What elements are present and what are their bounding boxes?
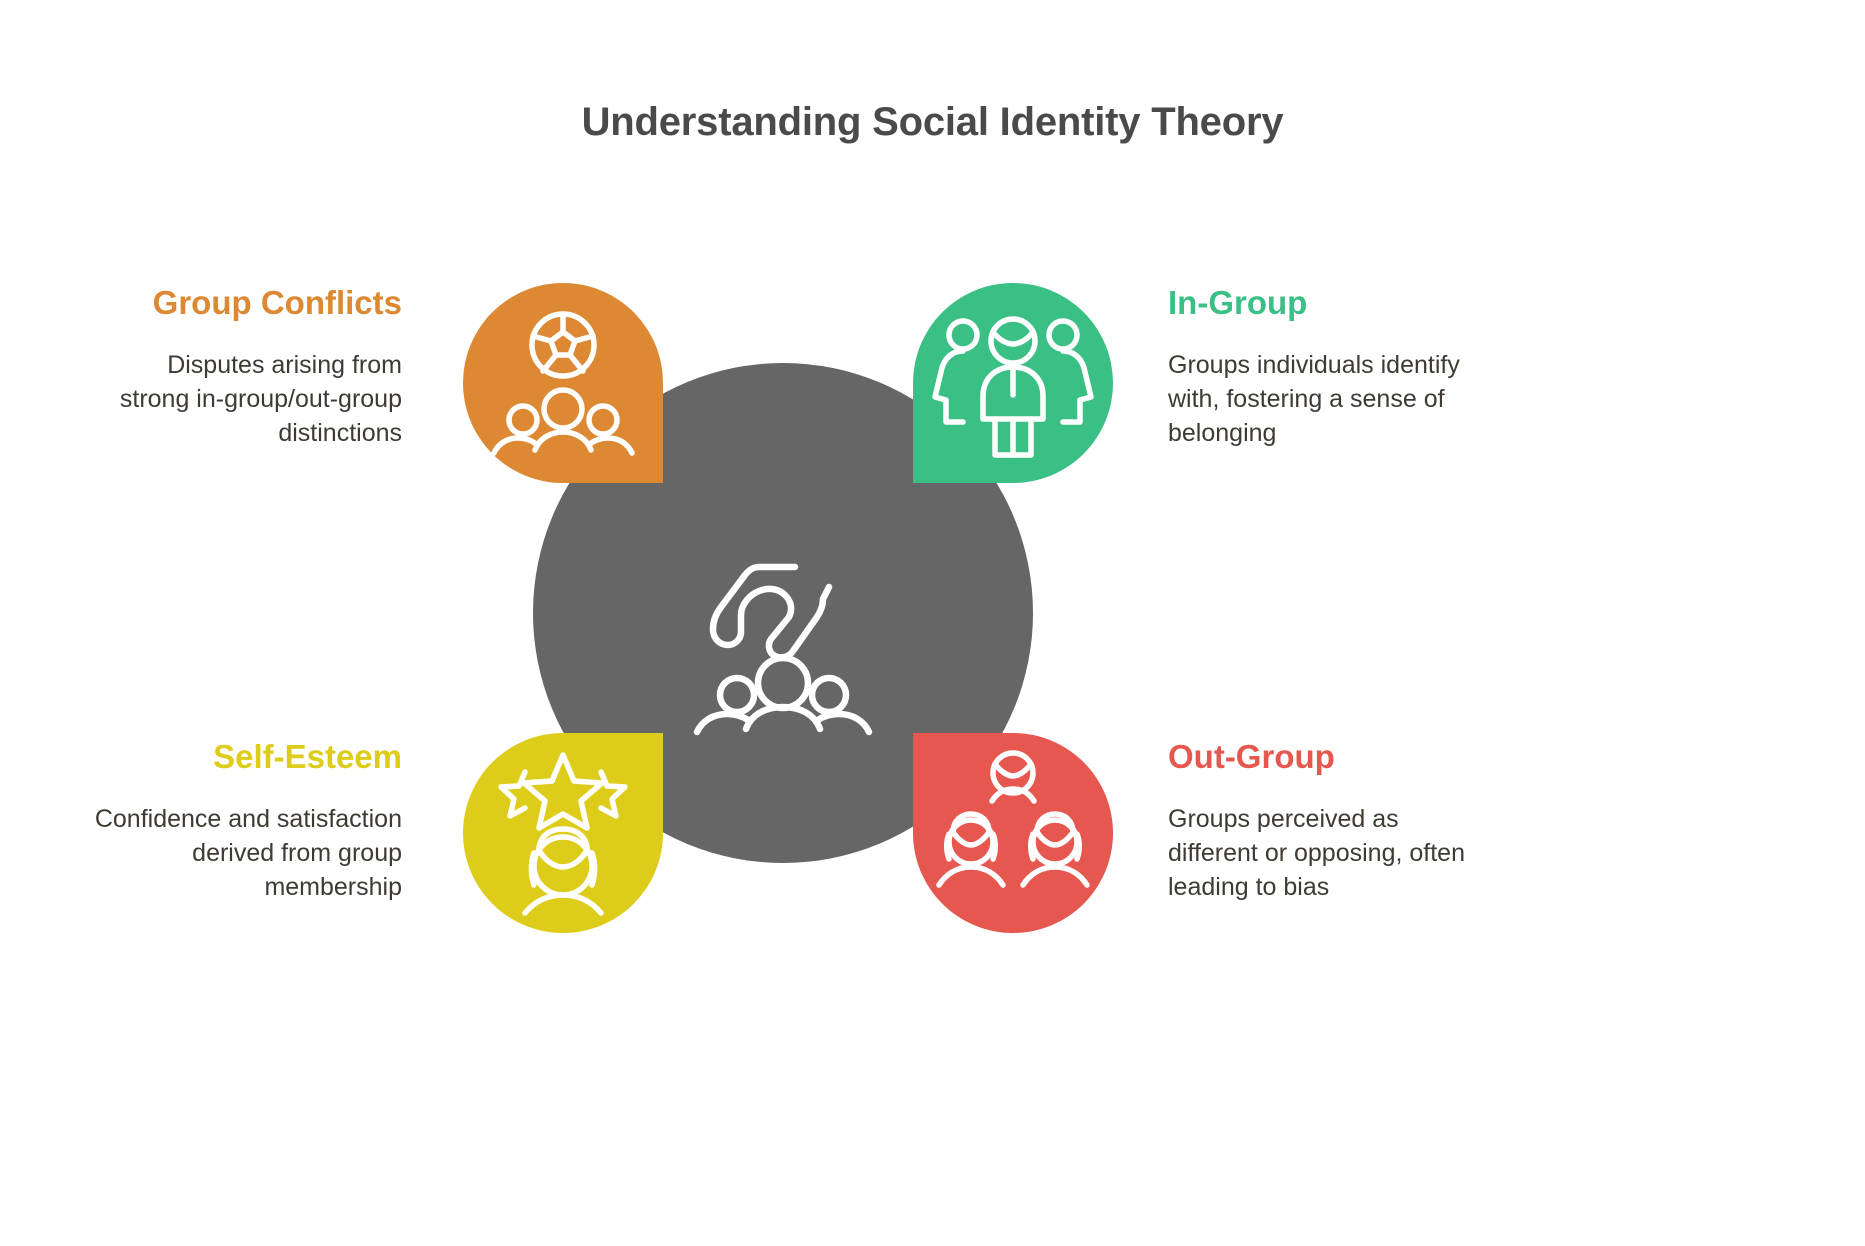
soccer-ball-over-people-icon: [463, 283, 663, 483]
heading-self-esteem: Self-Esteem: [213, 738, 402, 775]
handshake-over-people-icon: [683, 543, 883, 743]
heading-in-group: In-Group: [1168, 284, 1308, 321]
text-block-self-esteem: Self-Esteem Confidence and satisfaction …: [92, 738, 402, 904]
heading-out-group: Out-Group: [1168, 738, 1335, 775]
petal-out-group[interactable]: [913, 733, 1113, 933]
body-group-conflicts: Disputes arising from strong in-group/ou…: [119, 350, 402, 447]
body-self-esteem: Confidence and satisfaction derived from…: [94, 804, 402, 901]
team-jersey-people-icon: [913, 283, 1113, 483]
three-stars-over-person-icon: [463, 733, 663, 933]
text-block-out-group: Out-Group Groups perceived as different …: [1168, 738, 1478, 904]
text-block-in-group: In-Group Groups individuals identify wit…: [1168, 284, 1478, 450]
body-in-group: Groups individuals identify with, foster…: [1168, 350, 1460, 447]
petal-group-conflicts[interactable]: [463, 283, 663, 483]
petal-self-esteem[interactable]: [463, 733, 663, 933]
heading-group-conflicts: Group Conflicts: [152, 284, 402, 321]
body-out-group: Groups perceived as different or opposin…: [1168, 804, 1465, 901]
page-title: Understanding Social Identity Theory: [581, 100, 1284, 144]
three-separate-people-icon: [913, 733, 1113, 933]
text-block-group-conflicts: Group Conflicts Disputes arising from st…: [92, 284, 402, 450]
petal-in-group[interactable]: [913, 283, 1113, 483]
